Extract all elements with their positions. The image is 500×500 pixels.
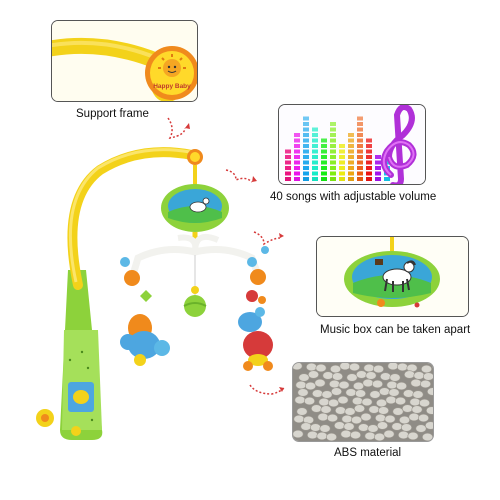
- songs-label: 40 songs with adjustable volume: [270, 191, 437, 203]
- support-frame-panel: Happy Baby: [51, 20, 198, 102]
- abs-pellets-image: [293, 363, 433, 441]
- abs-panel: [292, 362, 434, 442]
- music-box-closeup: [317, 237, 468, 316]
- music-box-panel: [316, 236, 469, 317]
- logo-text: Happy Baby: [153, 83, 191, 90]
- equalizer-icon: [279, 105, 425, 184]
- music-panel: [278, 104, 426, 185]
- sun-logo-icon: [145, 46, 197, 100]
- support-frame-label: Support frame: [76, 108, 149, 120]
- treble-clef-icon: [380, 105, 417, 184]
- support-frame-closeup: Happy Baby: [52, 21, 197, 101]
- abs-label: ABS material: [334, 447, 402, 459]
- music-box-label: Music box can be taken apart: [320, 324, 471, 336]
- arrow-icon: [167, 117, 285, 395]
